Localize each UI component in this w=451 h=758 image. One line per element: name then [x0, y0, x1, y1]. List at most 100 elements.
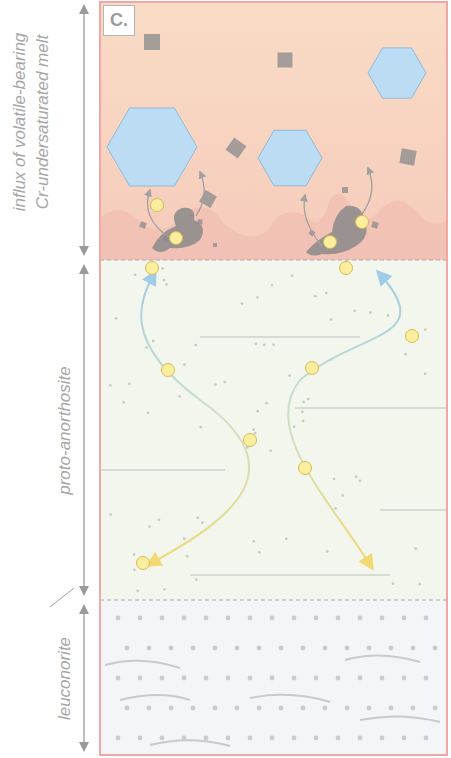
texture-dot	[380, 616, 385, 621]
extent-arrow	[83, 266, 84, 594]
texture-dot	[226, 616, 231, 621]
volatile-droplet	[137, 557, 150, 570]
contact-line	[100, 599, 447, 600]
texture-dot	[116, 616, 121, 621]
texture-dot	[345, 646, 350, 651]
texture-dot	[194, 344, 197, 347]
volatile-droplet	[244, 434, 257, 447]
lamination-line	[190, 574, 390, 576]
texture-dot	[204, 676, 209, 681]
plagioclase-crystal	[258, 130, 322, 185]
texture-dot	[367, 646, 372, 651]
texture-dot	[314, 736, 319, 741]
texture-dot	[248, 736, 253, 741]
chromite-grain	[342, 187, 348, 193]
texture-dot	[307, 398, 310, 401]
texture-dot	[333, 477, 336, 480]
texture-dot	[292, 616, 297, 621]
foliation-line	[345, 655, 420, 662]
texture-dot	[402, 616, 407, 621]
texture-dot	[254, 432, 257, 435]
anorthosite-band	[100, 260, 447, 600]
texture-dot	[353, 310, 356, 313]
texture-dot	[138, 736, 143, 741]
texture-dot	[301, 410, 304, 413]
texture-dot	[226, 736, 231, 741]
chromite-grain	[144, 34, 160, 50]
plagioclase-crystal	[107, 108, 197, 186]
percolation-arrow	[288, 272, 400, 568]
rock-layer: influx of volatile-bearing Cr-undersatur…	[100, 2, 447, 260]
volatile-droplet	[299, 462, 312, 475]
texture-dot	[358, 616, 363, 621]
chromite-grain	[213, 243, 217, 247]
foliation-line	[120, 695, 190, 700]
texture-dot	[148, 525, 151, 528]
lamination-line	[100, 469, 225, 471]
texture-dot	[186, 555, 189, 558]
texture-dot	[109, 384, 112, 387]
volatile-droplet	[306, 362, 319, 375]
texture-dot	[302, 420, 305, 423]
texture-dot	[248, 616, 253, 621]
texture-dot	[163, 588, 166, 591]
volatile-droplet	[162, 364, 175, 377]
texture-dot	[182, 676, 187, 681]
texture-dot	[369, 311, 372, 314]
texture-dot	[256, 296, 259, 299]
texture-dot	[291, 274, 294, 277]
texture-dot	[359, 479, 362, 482]
texture-dot	[292, 736, 297, 741]
texture-dot	[169, 646, 174, 651]
chromite-grain	[278, 53, 293, 68]
foliation-line	[360, 716, 440, 722]
texture-dot	[147, 646, 152, 651]
texture-dot	[433, 646, 438, 651]
texture-dot	[191, 706, 196, 711]
panel-border	[100, 2, 447, 755]
layer-label: proto-anorthosite	[53, 330, 76, 530]
plagioclase-crystal	[368, 48, 426, 98]
texture-dot	[380, 676, 385, 681]
texture-dot	[355, 475, 358, 478]
chromite-grain	[139, 221, 147, 229]
texture-dot	[196, 517, 199, 520]
texture-dot	[138, 676, 143, 681]
texture-dot	[392, 582, 395, 585]
lamination-line	[200, 336, 360, 338]
texture-dot	[387, 314, 390, 317]
texture-dot	[160, 676, 165, 681]
texture-dot	[411, 706, 416, 711]
texture-dot	[178, 395, 181, 398]
texture-dot	[270, 616, 275, 621]
texture-dot	[424, 676, 429, 681]
panel-letter: C.	[103, 5, 135, 36]
texture-dot	[418, 583, 421, 586]
texture-dot	[270, 736, 275, 741]
texture-dot	[165, 283, 168, 286]
texture-dot	[314, 295, 317, 298]
texture-dot	[404, 353, 407, 356]
texture-dot	[292, 676, 297, 681]
crystal-mush	[100, 194, 447, 260]
texture-dot	[169, 706, 174, 711]
texture-dot	[183, 537, 186, 540]
texture-dot	[183, 363, 186, 366]
texture-dot	[424, 616, 429, 621]
texture-dot	[161, 267, 164, 270]
texture-dot	[279, 706, 284, 711]
volatile-droplet	[151, 199, 164, 212]
texture-dot	[158, 519, 161, 522]
texture-dot	[272, 343, 275, 346]
texture-dot	[380, 736, 385, 741]
texture-dot	[270, 676, 275, 681]
texture-dot	[213, 646, 218, 651]
texture-dot	[248, 676, 253, 681]
texture-dot	[138, 616, 143, 621]
percolation-arrow	[141, 272, 249, 565]
texture-dot	[125, 646, 130, 651]
texture-dot	[279, 646, 284, 651]
texture-dot	[182, 616, 187, 621]
texture-dot	[256, 410, 259, 413]
texture-dot	[125, 706, 130, 711]
